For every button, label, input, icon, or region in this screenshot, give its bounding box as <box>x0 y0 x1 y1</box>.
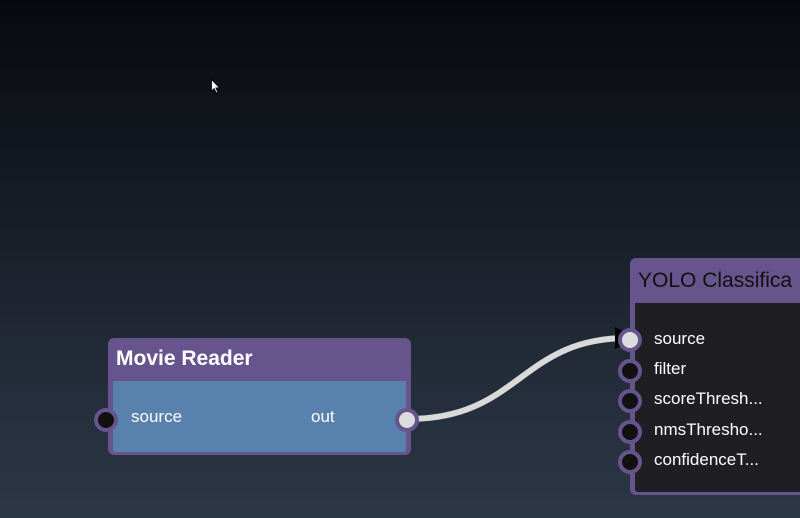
node-movie-reader[interactable]: Movie Reader source out <box>94 338 419 455</box>
input-label-nms-threshold: nmsThresho... <box>654 420 763 439</box>
connection-edge[interactable] <box>405 335 631 422</box>
input-label-confidence-threshold: confidenceT... <box>654 450 759 469</box>
input-label-source: source <box>131 407 183 426</box>
output-label-out: out <box>311 407 335 426</box>
node-yolo-classification[interactable]: YOLO Classifica source filter scoreThres… <box>618 258 800 495</box>
mouse-cursor-icon <box>211 79 221 94</box>
input-port-nms-threshold[interactable] <box>618 420 642 444</box>
input-port-confidence-threshold[interactable] <box>618 450 642 474</box>
output-port-out[interactable] <box>395 408 419 432</box>
input-port-filter[interactable] <box>618 359 642 383</box>
input-port-source[interactable] <box>94 408 118 432</box>
node-body: source out <box>113 381 406 452</box>
node-title[interactable]: YOLO Classifica <box>638 269 793 292</box>
input-label-filter: filter <box>654 359 687 378</box>
input-label-source: source <box>654 329 706 348</box>
input-label-score-threshold: scoreThresh... <box>654 389 763 408</box>
input-port-score-threshold[interactable] <box>618 389 642 413</box>
input-port-source[interactable] <box>618 328 642 352</box>
node-title[interactable]: Movie Reader <box>116 347 253 370</box>
node-body: source filter scoreThresh... nmsThresho.… <box>635 303 800 492</box>
